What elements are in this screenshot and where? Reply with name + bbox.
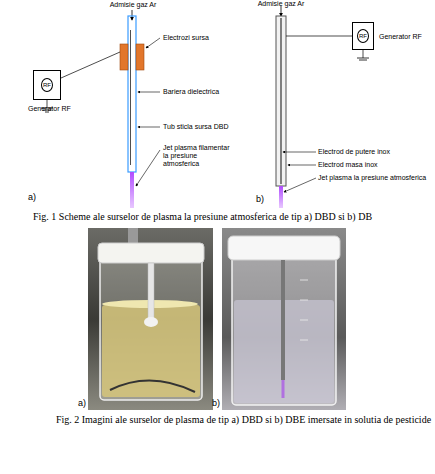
generator-label: Generator RF [379,33,422,41]
part-label: a) [78,398,86,409]
figure-caption: Fig. 2 Imagini ale surselor de plasma de… [52,414,435,426]
part-label: b) [212,398,220,409]
part-label: a) [28,192,36,203]
rf-symbol-text: RF [41,78,53,92]
photo-dbe [222,228,346,410]
part-label: Electrozi sursa [163,34,209,42]
part-label: Electrod masa inox [318,161,378,169]
rf-generator: RFGenerator RF [352,22,374,50]
part-label: Admisie gaz Ar [256,0,306,8]
part-label: Jet plasma la presiune atmosferica [318,174,428,182]
rf-generator: RFGenerator RF [33,70,61,100]
part-label: Bariera dielectrica [163,88,219,96]
generator-label: Generator RF [28,105,71,113]
part-label: Jet plasma filamentar la presiune atmosf… [163,144,235,168]
figure-caption: Fig. 1 Scheme ale surselor de plasma la … [33,211,372,223]
part-label: Tub sticla sursa DBD [163,123,228,131]
part-label: b) [256,194,264,205]
part-label: Electrod de putere inox [318,148,390,156]
rf-symbol-text: RF [357,29,369,43]
part-label: Admisie gaz Ar [108,1,158,9]
photo-dbd [88,228,213,410]
